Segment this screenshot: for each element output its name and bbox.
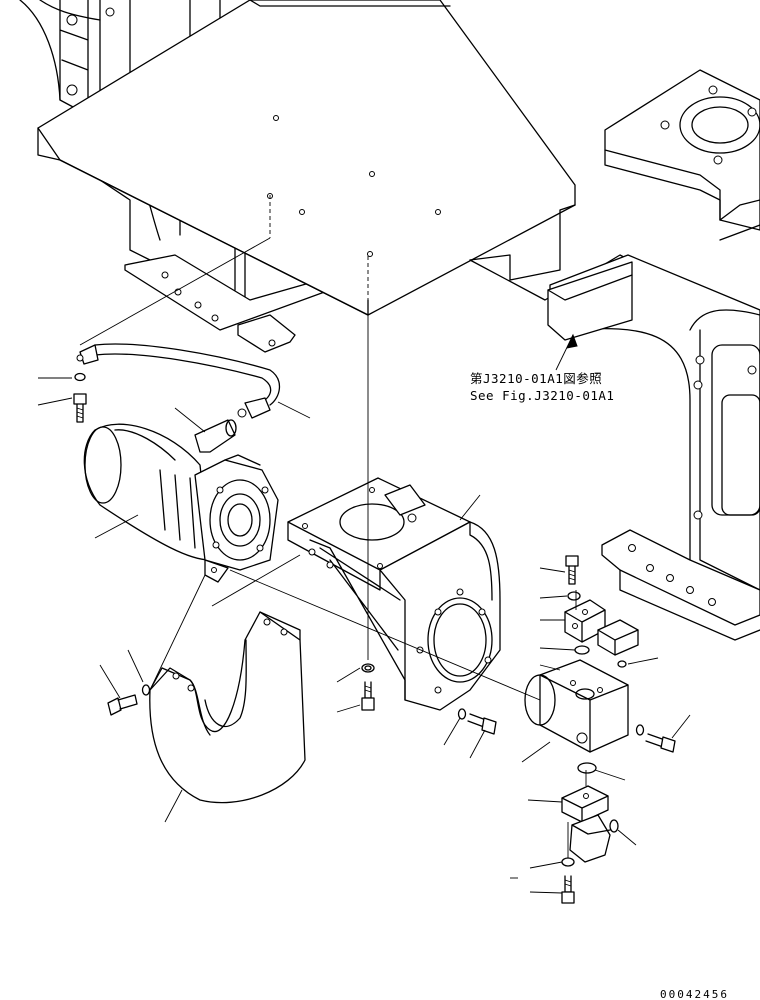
center-bracket	[287, 477, 501, 711]
drawing-number: 00042456	[660, 988, 729, 1000]
callout-leaders	[37, 377, 691, 894]
upper-right-housing	[604, 69, 760, 241]
cover-fasteners	[107, 684, 151, 716]
reference-note-japanese: 第J3210-01A1図参照	[470, 371, 602, 386]
bracket-fasteners	[457, 708, 497, 735]
hose-assembly	[76, 343, 281, 453]
alignment-lines	[79, 195, 587, 858]
valve-assembly	[524, 555, 676, 904]
lower-cover	[149, 611, 306, 804]
center-fasteners	[361, 663, 375, 711]
reference-note-english: See Fig.J3210-01A1	[470, 388, 614, 403]
top-deck-plate	[37, 0, 576, 316]
left-fasteners	[73, 372, 87, 423]
reference-arrow	[555, 333, 578, 371]
pump-assembly	[83, 423, 279, 583]
cover-piece	[547, 261, 633, 341]
right-main-frame	[469, 254, 760, 641]
